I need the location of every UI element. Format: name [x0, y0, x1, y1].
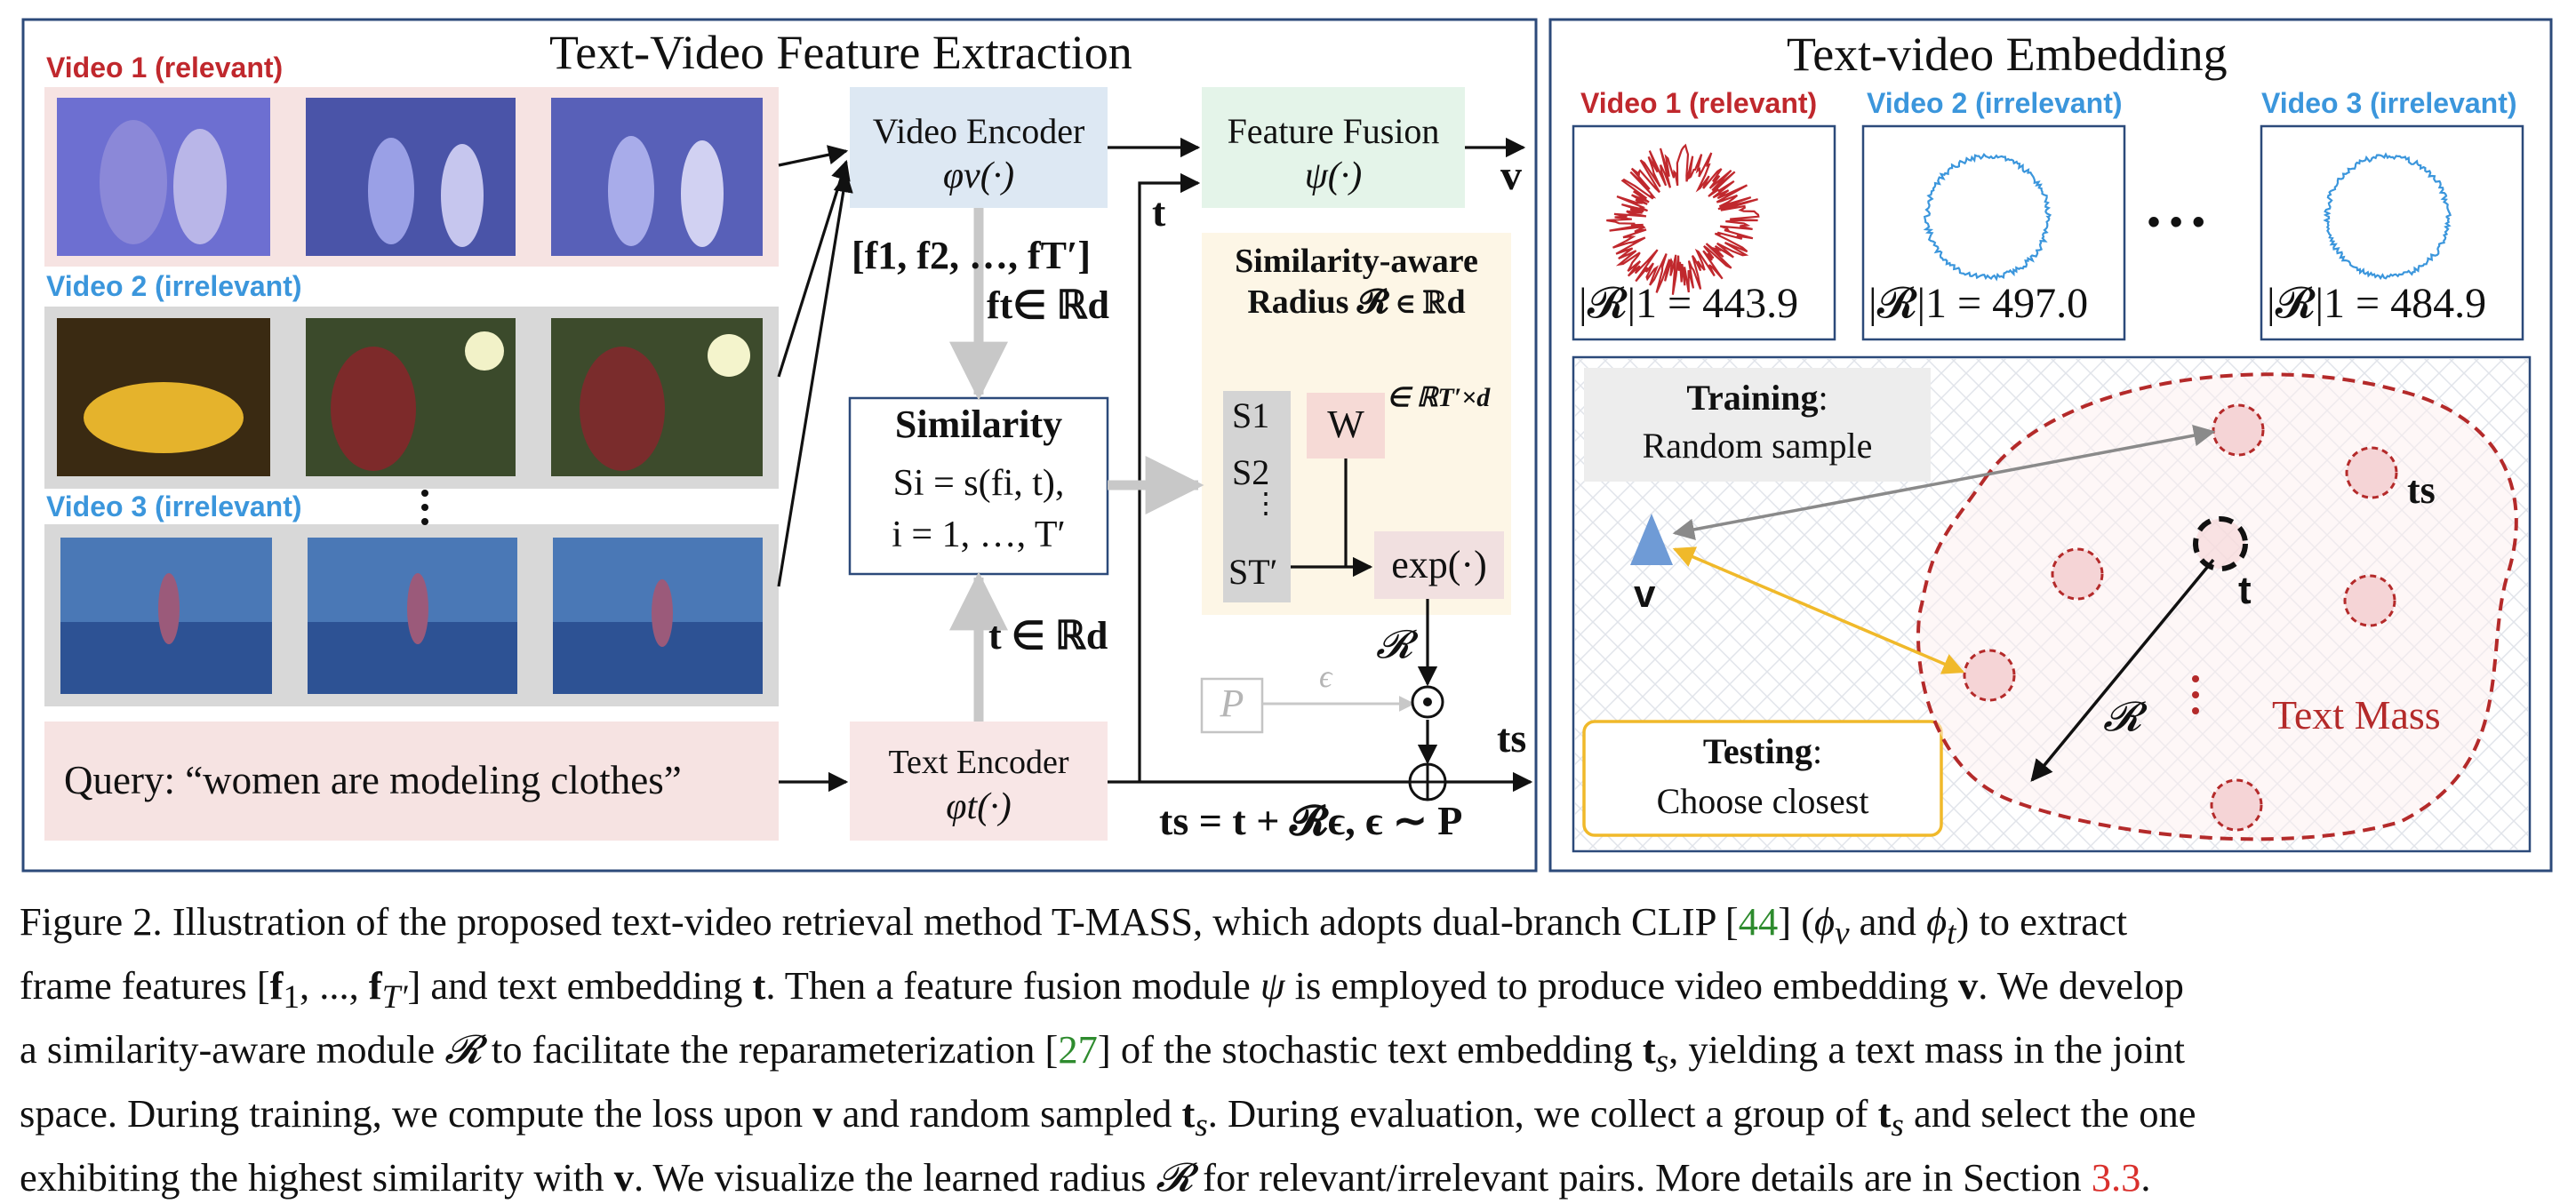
caption-line-3: a similarity-aware module 𝓡 to facilitat… [20, 1026, 2185, 1080]
t-branch-label: t [1152, 189, 1166, 235]
feature-fusion-box [1202, 87, 1465, 208]
feature-fusion-symbol: ψ(·) [1304, 155, 1363, 196]
weight-dimension: ∈ ℝT′×d [1387, 383, 1491, 412]
radius-card-video3 [2260, 124, 2524, 341]
embedding-video1-label: Video 1 (relevant) [1580, 87, 1818, 119]
weight-box [1307, 393, 1385, 458]
radius-value-2: |𝓡|1 = 497.0 [1868, 280, 2089, 327]
similarity-formula: Si = s(fi, t), [892, 463, 1065, 504]
text-encoder-box [850, 722, 1108, 841]
left-panel-frame [21, 18, 1538, 873]
right-panel-frame [1548, 18, 2553, 873]
video-embedding-label: v [1634, 572, 1656, 616]
v-output-label: v [1500, 152, 1522, 199]
feature-fusion-title: Feature Fusion [1227, 111, 1440, 151]
caption-line-5: exhibiting the highest similarity with v… [20, 1154, 2151, 1200]
video1-label: Video 1 (relevant) [46, 52, 284, 84]
training-text: Random sample [1642, 426, 1873, 466]
testing-title: Testing: [1702, 731, 1823, 771]
exp-box [1374, 531, 1504, 599]
testing-box [1582, 720, 1943, 837]
text-embedding-center [2193, 516, 2248, 571]
exp-label: exp(·) [1391, 543, 1487, 586]
irrelevant-radius-shape-3 [2323, 152, 2452, 281]
video-encoder-box [850, 87, 1108, 208]
query-box [44, 722, 779, 841]
text-space-label: t ∈ ℝd [988, 614, 1108, 658]
irrelevant-radius-shape-2 [1923, 152, 2052, 282]
s-item-2: S2 [1232, 452, 1270, 492]
video1-frames [57, 98, 763, 256]
citation-clip[interactable]: 44 [1738, 899, 1779, 944]
frame-features-label: [f1, f2, …, fT′] [852, 234, 1091, 277]
similarity-index: i = 1, …, T′ [892, 514, 1066, 555]
s-item-1: S1 [1232, 395, 1270, 435]
gray-arrows [949, 208, 1415, 722]
radius-card-video2 [1861, 124, 2126, 341]
embedding-radius-label: 𝓡 [2103, 694, 2141, 739]
section-reference[interactable]: 3.3 [2091, 1154, 2141, 1200]
caption-line-1: Figure 2. Illustration of the proposed t… [20, 899, 2128, 952]
radius-title-2: Radius 𝓡 ∈ ℝd [1247, 283, 1466, 321]
citation-reparam[interactable]: 27 [1058, 1026, 1098, 1072]
embedding-video3-label: Video 3 (irrelevant) [2261, 87, 2517, 119]
training-title: Training: [1686, 378, 1828, 418]
radius-flow-label: 𝓡 [1376, 623, 1413, 666]
video-encoder-symbol: φv(·) [942, 155, 1015, 196]
video-encoder-title: Video Encoder [872, 111, 1085, 151]
epsilon-label: ϵ [1319, 658, 1332, 694]
video2-frames [57, 318, 763, 476]
similarity-title: Similarity [894, 403, 1063, 446]
video-embedding-marker [1630, 514, 1673, 565]
reparam-formula: ts = t + 𝓡ϵ, ϵ ∼ P [1159, 798, 1463, 843]
radius-arrow [2030, 558, 2215, 782]
s-item-last: ST′ [1228, 552, 1278, 592]
flow-arrows [777, 137, 1533, 793]
radius-title-1: Similarity-aware [1235, 243, 1478, 280]
left-panel-title: Text-Video Feature Extraction [549, 26, 1132, 79]
frame-feature-space: ft∈ ℝd [987, 283, 1109, 327]
caption-line-2: frame features [f1, ..., fT′] and text e… [20, 962, 2184, 1016]
prior-label: P [1220, 682, 1244, 725]
radius-card-video1 [1572, 124, 1836, 341]
sampled-embedding-label: ts [2407, 468, 2436, 512]
text-embedding-label: t [2238, 569, 2252, 612]
elementwise-product-symbol [1411, 685, 1444, 719]
relevant-radius-shape [1606, 143, 1760, 295]
query-text: Query: “women are modeling clothes” [64, 758, 682, 802]
testing-arrow [1672, 546, 1965, 674]
s-item-ellipsis: ⋮ [1252, 487, 1280, 519]
mass-ellipsis [2192, 675, 2199, 714]
text-encoder-symbol: φt(·) [946, 786, 1012, 827]
training-arrow [1672, 425, 2216, 540]
weight-label: W [1327, 403, 1364, 446]
text-mass-label: Text Mass [2272, 692, 2441, 738]
caption-line-4: space. During training, we compute the l… [20, 1090, 2196, 1144]
videos-ellipsis: • • • [2148, 203, 2205, 242]
text-encoder-title: Text Encoder [888, 744, 1069, 781]
prior-box [1200, 677, 1264, 734]
video2-label: Video 2 (irrelevant) [46, 270, 302, 302]
embedding-video2-label: Video 2 (irrelevant) [1867, 87, 2123, 119]
sum-symbol [1408, 762, 1447, 801]
video3-label: Video 3 (irrelevant) [46, 490, 302, 522]
video3-frames [60, 538, 763, 694]
s-column [1223, 391, 1291, 602]
video-ellipsis [421, 490, 428, 525]
radius-value-1: |𝓡|1 = 443.9 [1579, 280, 1799, 327]
right-panel-title: Text-video Embedding [1787, 28, 2228, 81]
figure-caption: Figure 2. Illustration of the proposed t… [20, 896, 2556, 1204]
ts-output-label: ts [1497, 715, 1527, 761]
testing-text: Choose closest [1656, 781, 1869, 821]
sampled-text-embeddings [1963, 403, 2398, 832]
radius-value-3: |𝓡|1 = 484.9 [2267, 280, 2487, 327]
